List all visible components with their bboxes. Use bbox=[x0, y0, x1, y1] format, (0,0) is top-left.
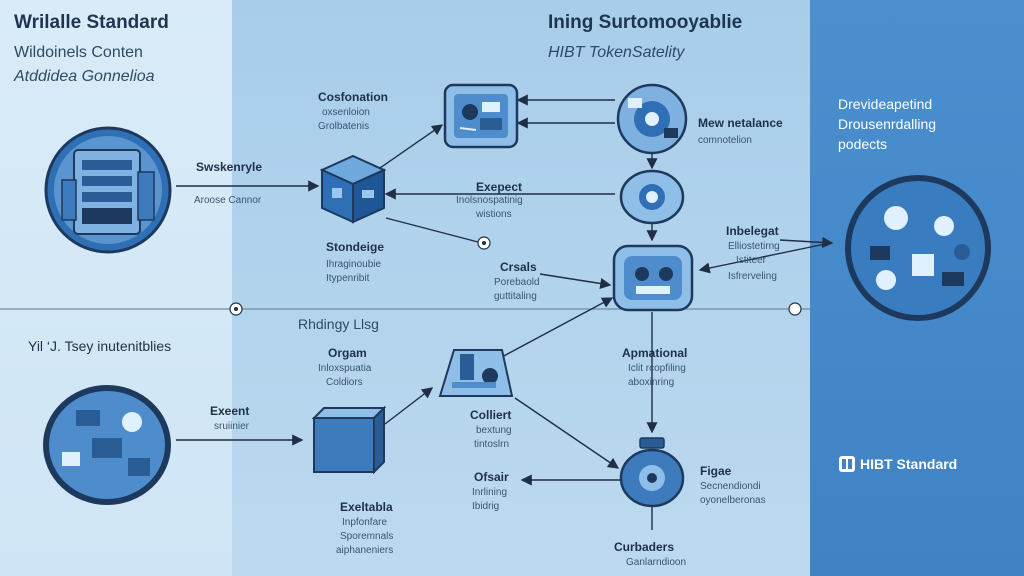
node-stondeige-label: Stondeige bbox=[326, 240, 385, 254]
node-colliert-caption-1: bextung bbox=[476, 425, 512, 436]
node-inbelegat-caption-1: Elliostetirng bbox=[728, 241, 780, 252]
node-exepect-caption-1: Inolsnospatinig bbox=[456, 195, 523, 206]
left-subtitle-2: Atddidea Gonnelioa bbox=[14, 68, 155, 85]
node-figae-label: Figae bbox=[700, 464, 732, 478]
left-title: Wrilalle Standard bbox=[14, 12, 169, 33]
node-orgam-caption-1: Inloxspuatia bbox=[318, 363, 372, 374]
node-colliert-caption-2: tintoslrn bbox=[474, 439, 510, 450]
node-ofsair-caption-1: Inrlining bbox=[472, 487, 508, 498]
arrow-workbench-to-vase bbox=[514, 397, 620, 469]
center-subtitle: HIBT TokenSatelity bbox=[548, 44, 685, 61]
node-colliert-label: Colliert bbox=[470, 408, 512, 422]
node-exeltabla-label: Exeltabla bbox=[340, 500, 393, 514]
node-figae-caption-1: Secnendiondi bbox=[700, 481, 761, 492]
node-curbaders-label: Curbaders bbox=[614, 540, 675, 554]
node-ofsair-caption-2: Ibidrig bbox=[472, 501, 500, 512]
node-mew-caption: comnotelion bbox=[698, 135, 752, 146]
arrow-crate-to-workbench bbox=[384, 387, 434, 425]
data-globe-icon bbox=[845, 175, 991, 321]
node-apmational-label: Apmational bbox=[622, 346, 688, 360]
divider-label: Rhdingy Llsg bbox=[298, 316, 379, 332]
node-exepect-caption-2: wistions bbox=[476, 209, 512, 220]
circuit-box-icon bbox=[443, 83, 519, 149]
crate-icon bbox=[311, 405, 387, 475]
node-inbelegat-caption-2: Istiteer bbox=[736, 255, 767, 266]
hibt-logo-icon bbox=[839, 456, 855, 472]
workbench-icon bbox=[438, 349, 514, 397]
chip-globe-icon bbox=[619, 169, 685, 225]
right-footer-label: HIBT Standard bbox=[860, 456, 958, 472]
node-orgam-label: Orgam bbox=[328, 346, 367, 360]
node-exepect-label: Exepect bbox=[476, 180, 523, 194]
node-exeltabla-caption-3: aiphaneniers bbox=[336, 545, 394, 556]
server-globe-icon bbox=[44, 126, 172, 254]
node-orgam-caption-2: Coldiors bbox=[326, 377, 363, 388]
node-stondeige-caption-1: Ihraginoubie bbox=[326, 259, 382, 270]
arrow-crsals-to-robot bbox=[539, 273, 612, 290]
arrow-cube-to-target bbox=[385, 217, 479, 243]
center-title: Ining Surtomooyablie bbox=[548, 12, 743, 33]
node-inbelegat-label: Inbelegat bbox=[726, 224, 779, 238]
node-exeltabla-caption-2: Sporemnals bbox=[340, 531, 394, 542]
node-exeltabla-caption-1: Inpfonfare bbox=[342, 517, 388, 528]
arrow-workbench-to-robot bbox=[499, 297, 614, 359]
node-cosfonation-caption-2: Grolbatenis bbox=[318, 121, 370, 132]
node-exeent-caption: sruiinier bbox=[214, 421, 250, 432]
node-crsals-caption-2: guttitaling bbox=[494, 291, 537, 302]
arrow-right-to-robot bbox=[698, 242, 831, 274]
node-apmational-caption-2: aboxinring bbox=[628, 377, 675, 388]
left-section-label: Yil ‘J. Tsey inutenitblies bbox=[28, 338, 172, 354]
node-figae-caption-2: oyonelberonas bbox=[700, 495, 766, 506]
robot-device-icon bbox=[612, 244, 694, 312]
right-heading-2: Drousenrdalling bbox=[838, 116, 937, 132]
node-cosfonation-caption-1: oxsenloion bbox=[322, 107, 370, 118]
node-swskenryle-caption: Aroose Cannor bbox=[194, 195, 262, 206]
right-heading-1: Drevideapetind bbox=[838, 96, 933, 112]
gear-globe-icon bbox=[616, 83, 688, 155]
node-inbelegat-caption-3: Isfrerveling bbox=[728, 271, 777, 282]
component-globe-icon bbox=[43, 385, 171, 505]
node-apmational-caption-1: Iclit rcopfiling bbox=[628, 363, 686, 374]
node-crsals-label: Crsals bbox=[500, 260, 537, 274]
node-stondeige-caption-2: Itypenribit bbox=[326, 273, 370, 284]
node-curbaders-caption: Ganlarndioon bbox=[626, 557, 687, 568]
left-subtitle-1: Wildoinels Conten bbox=[14, 44, 143, 61]
vase-globe-icon bbox=[619, 437, 685, 508]
cube-icon bbox=[319, 154, 387, 224]
node-mew-label: Mew netalance bbox=[698, 116, 783, 130]
node-ofsair-label: Ofsair bbox=[474, 470, 509, 484]
node-cosfonation-label: Cosfonation bbox=[318, 90, 388, 104]
node-crsals-caption-1: Porebaold bbox=[494, 277, 540, 288]
node-swskenryle-label: Swskenryle bbox=[196, 160, 263, 174]
node-exeent-label: Exeent bbox=[210, 404, 250, 418]
arrow-robot-to-right bbox=[779, 236, 834, 249]
arrow-cube-to-circuit bbox=[379, 124, 444, 169]
right-heading-3: podects bbox=[838, 136, 888, 152]
